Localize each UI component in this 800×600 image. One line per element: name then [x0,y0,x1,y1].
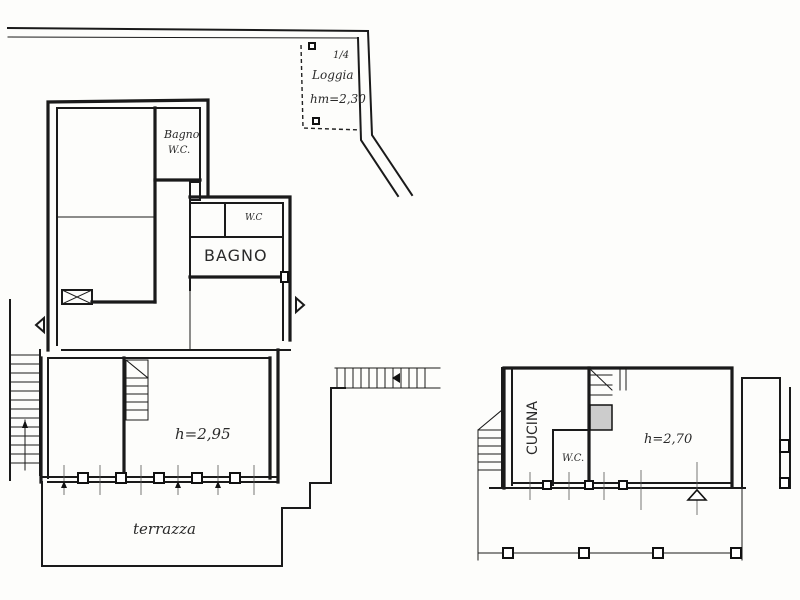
wc-small-label: W.C [245,213,263,223]
terrace-label: terrazza [133,520,196,538]
right-unit [477,366,791,561]
terrace [41,367,441,567]
bagno-top-wc-label: W.C. [168,145,191,156]
loggia [300,42,362,131]
bagno-large-label: BAGNO [204,246,268,265]
living-height-label: h=2,95 [175,425,231,443]
loggia-label: Loggia [312,68,354,82]
living-room [39,348,280,495]
main-room-height-label: h=2,70 [644,432,693,447]
upper-rooms [34,98,306,352]
kitchen-label: CUCINA [524,401,541,455]
boundary-lines [6,26,414,198]
loggia-height: hm=2,30 [310,92,366,106]
left-staircase [9,299,41,481]
loggia-fraction: 1/4 [333,50,350,61]
wc-right-label: W.C. [562,453,585,464]
bagno-top-label: Bagno [164,128,200,141]
